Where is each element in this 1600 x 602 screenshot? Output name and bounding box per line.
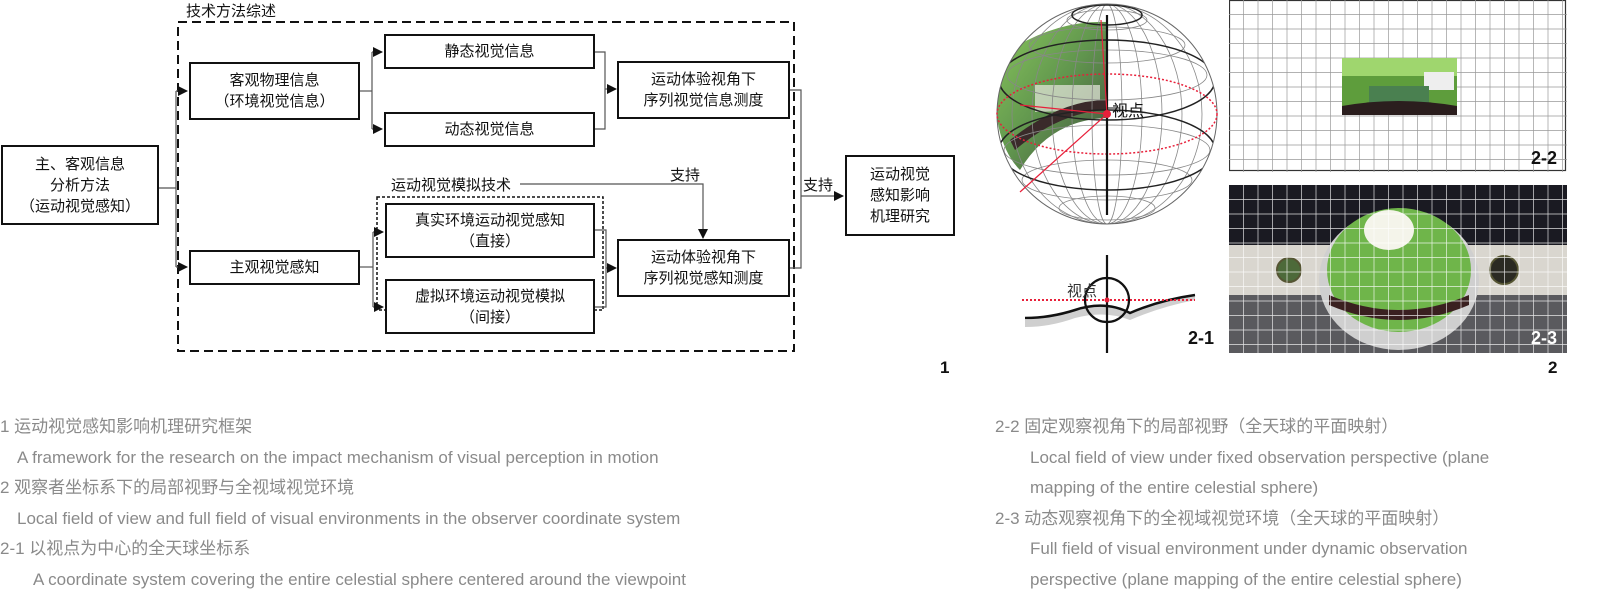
panel-2-2-label: 2-2 [1531, 148, 1558, 168]
caption-2-2-en-line-2: mapping of the entire celestial sphere) [1030, 478, 1319, 497]
static-visual-info-box: 静态视觉信息 [384, 34, 595, 69]
figure-1-number: 1 [940, 358, 950, 377]
perception-measure-box: 运动体验视角下 序列视觉感知测度 [617, 239, 790, 297]
support-label-2: 支持 [803, 176, 834, 194]
caption-2-2-zh: 2-2 固定观察视角下的局部视野（全天球的平面映射） [995, 417, 1399, 436]
panel-2-3-panorama [1229, 185, 1567, 353]
viewpoint-section-diagram [1022, 255, 1196, 353]
caption-2-1-en: A coordinate system covering the entire … [33, 570, 686, 589]
result-line-3: 机理研究 [869, 207, 930, 225]
objective-line-1: 客观物理信息 [229, 71, 320, 89]
root-line-2: 分析方法 [49, 175, 110, 194]
figure-2-number: 2 [1548, 358, 1558, 377]
root-box-analysis-method: 主、客观信息 分析方法 （运动视觉感知） [1, 145, 159, 225]
perception-measure-line-2: 序列视觉感知测度 [643, 269, 764, 287]
local-view-photo [1342, 58, 1457, 115]
technique-group-border [177, 21, 795, 352]
objective-line-2: （环境视觉信息） [214, 92, 335, 110]
virtual-env-line-1: 虚拟环境运动视觉模拟 [414, 286, 565, 305]
panel-2-3-label: 2-3 [1531, 328, 1558, 348]
objective-info-box: 客观物理信息 （环境视觉信息） [189, 62, 360, 120]
caption-2-en: Local field of view and full field of vi… [17, 509, 681, 528]
viewpoint-label-section: 视点 [1067, 282, 1098, 300]
result-box: 运动视觉 感知影响 机理研究 [845, 155, 955, 236]
caption-1-en: A framework for the research on the impa… [17, 448, 659, 467]
info-measure-line-1: 运动体验视角下 [650, 70, 756, 88]
root-line-3: （运动视觉感知） [19, 196, 140, 215]
simulation-group-title: 运动视觉模拟技术 [391, 174, 518, 195]
dynamic-visual-info-box: 动态视觉信息 [384, 112, 595, 147]
static-info-label: 静态视觉信息 [444, 42, 535, 60]
caption-2-2-en-line-1: Local field of view under fixed observat… [1030, 448, 1490, 467]
result-line-2: 感知影响 [869, 186, 930, 204]
caption-1-zh: 1 运动视觉感知影响机理研究框架 [0, 417, 253, 436]
viewpoint-dot [1103, 110, 1111, 118]
support-label-1: 支持 [670, 166, 701, 184]
dynamic-info-label: 动态视觉信息 [444, 120, 535, 138]
real-env-line-2: （直接） [459, 231, 520, 250]
panel-2-1-label: 2-1 [1188, 328, 1215, 348]
real-env-perception-box: 真实环境运动视觉感知 （直接） [385, 203, 595, 258]
real-env-line-1: 真实环境运动视觉感知 [414, 210, 565, 229]
virtual-env-simulation-box: 虚拟环境运动视觉模拟 （间接） [385, 279, 595, 334]
visual-info-measure-box: 运动体验视角下 序列视觉信息测度 [617, 61, 790, 119]
caption-2-3-en-line-1: Full field of visual environment under d… [1030, 539, 1468, 558]
result-line-1: 运动视觉 [869, 165, 930, 183]
caption-2-zh: 2 观察者坐标系下的局部视野与全视域视觉环境 [0, 478, 355, 497]
technique-group-title: 技术方法综述 [186, 0, 277, 21]
subjective-perception-box: 主观视觉感知 [189, 250, 360, 285]
viewpoint-label-sphere: 视点 [1112, 101, 1145, 120]
root-line-1: 主、客观信息 [34, 154, 125, 173]
virtual-env-line-2: （间接） [459, 307, 520, 326]
perception-measure-line-1: 运动体验视角下 [650, 248, 756, 266]
celestial-sphere-diagram [996, 3, 1218, 225]
caption-2-1-zh: 2-1 以视点为中心的全天球坐标系 [0, 539, 251, 558]
info-measure-line-2: 序列视觉信息测度 [643, 91, 764, 109]
panel-2-2-grid-mapping [1229, 0, 1567, 172]
caption-2-3-en-line-2: perspective (plane mapping of the entire… [1030, 570, 1462, 589]
subjective-label: 主观视觉感知 [229, 258, 320, 276]
caption-2-3-zh: 2-3 动态观察视角下的全视域视觉环境（全天球的平面映射） [995, 509, 1450, 528]
